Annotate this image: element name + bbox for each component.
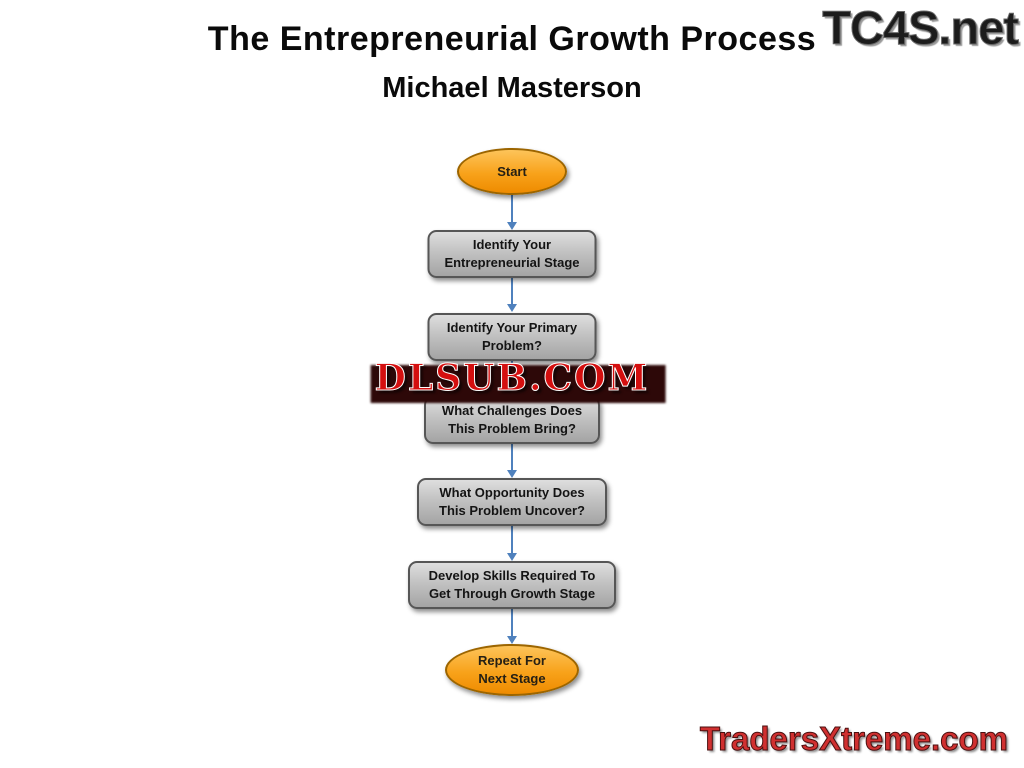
flow-node-repeat-label: Repeat For Next Stage xyxy=(478,653,546,686)
flow-node-label: What Opportunity Does This Problem Uncov… xyxy=(439,485,585,518)
watermark-dlsub-text: DLSUB.COM xyxy=(374,357,650,400)
flow-arrow-5 xyxy=(511,524,513,553)
flow-arrow-6 xyxy=(511,607,513,636)
flow-node-start-label: Start xyxy=(497,163,527,179)
flow-node-label: Identify Your Primary Problem? xyxy=(446,320,578,353)
flow-arrow-1 xyxy=(511,193,513,222)
flow-node-identify-stage: Identify Your Entrepreneurial Stage xyxy=(427,230,597,278)
watermark-tc4s: TC4S.net xyxy=(822,1,1020,55)
flow-node-develop-skills: Develop Skills Required To Get Through G… xyxy=(408,561,616,609)
flow-node-repeat: Repeat For Next Stage xyxy=(445,644,579,696)
watermark-dlsub: DLSUB.COM xyxy=(363,356,662,400)
flow-arrow-2 xyxy=(511,276,513,304)
flow-node-label: Develop Skills Required To Get Through G… xyxy=(428,568,596,601)
page-title: The Entrepreneurial Growth Process xyxy=(207,20,817,58)
flow-node-start: Start xyxy=(457,148,567,195)
flow-node-challenges: What Challenges Does This Problem Bring? xyxy=(424,396,600,444)
flow-node-label: Identify Your Entrepreneurial Stage xyxy=(444,237,580,270)
flow-node-label: What Challenges Does This Problem Bring? xyxy=(441,403,583,436)
flow-arrow-4 xyxy=(511,442,513,470)
page-subtitle: Michael Masterson xyxy=(382,72,642,104)
flow-node-opportunity: What Opportunity Does This Problem Uncov… xyxy=(417,478,607,526)
flow-node-identify-problem: Identify Your Primary Problem? xyxy=(427,313,597,361)
watermark-tradersxtreme: TradersXtreme.com xyxy=(699,720,1008,758)
